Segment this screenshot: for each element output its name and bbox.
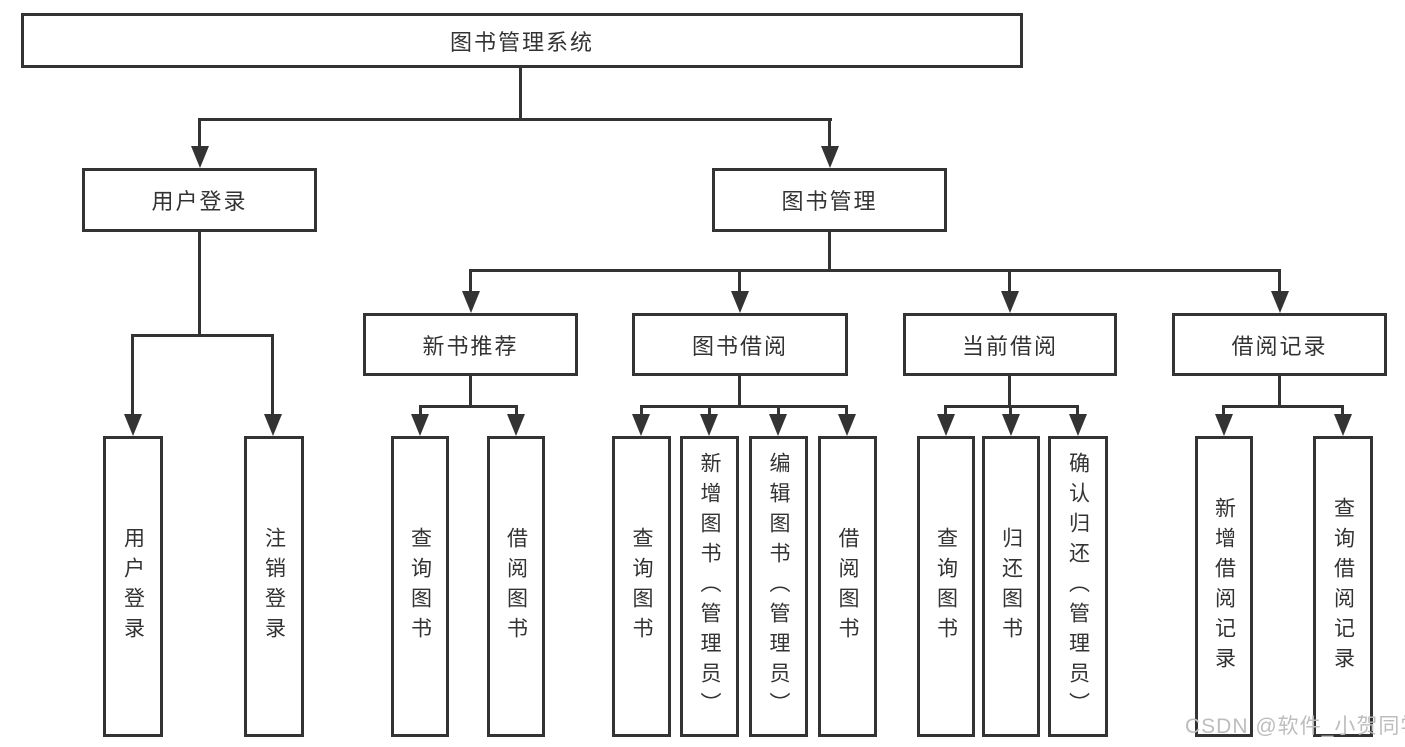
connector-line (640, 405, 643, 416)
node-library-management-system: 图书管理系统 (21, 13, 1023, 68)
node-label: 查询借阅记录 (1331, 496, 1355, 677)
node-label: 归还图书 (999, 526, 1023, 647)
node-label: 用户登录 (151, 189, 248, 214)
connector-line (944, 405, 947, 416)
arrow-down-icon (731, 291, 749, 313)
connector-line (419, 405, 422, 416)
arrow-down-icon (1001, 291, 1019, 313)
connector-line (198, 118, 201, 150)
node-label: 借阅图书 (836, 526, 859, 647)
connector-line (131, 334, 134, 416)
arrow-down-icon (264, 414, 282, 436)
node-label: 编辑图书（管理员） (767, 451, 790, 722)
connector-line (1278, 269, 1281, 295)
connector-line (519, 68, 522, 121)
connector-line (271, 334, 274, 416)
arrow-down-icon (507, 414, 525, 436)
leaf-user-login: 用户登录 (103, 436, 163, 737)
leaf-query-borrow-record: 查询借阅记录 (1313, 436, 1373, 737)
leaf-return-books: 归还图书 (982, 436, 1040, 737)
connector-line (1278, 376, 1281, 408)
node-label: 新书推荐 (422, 333, 519, 359)
csdn-watermark: CSDN @软件_小贺同学 (1185, 715, 1405, 738)
node-label: 查询图书 (630, 526, 653, 647)
node-new-book-recommend: 新书推荐 (363, 313, 578, 376)
connector-line (1341, 405, 1344, 416)
connector-line (1222, 405, 1225, 416)
connector-line (131, 334, 274, 337)
connector-line (738, 376, 741, 408)
node-label: 确认归还（管理员） (1066, 451, 1090, 722)
node-label: 新增图书（管理员） (698, 451, 721, 722)
leaf-logout: 注销登录 (244, 436, 304, 737)
arrow-down-icon (1069, 414, 1087, 436)
leaf-borrow-books: 借阅图书 (818, 436, 877, 737)
leaf-add-books-admin: 新增图书（管理员） (680, 436, 739, 737)
leaf-query-books-recommend: 查询图书 (391, 436, 449, 737)
connector-line (828, 118, 831, 150)
connector-line (198, 118, 832, 121)
leaf-edit-books-admin: 编辑图书（管理员） (749, 436, 808, 737)
connector-line (1009, 405, 1012, 416)
arrow-down-icon (124, 414, 142, 436)
leaf-confirm-return-admin: 确认归还（管理员） (1048, 436, 1108, 737)
connector-line (1008, 269, 1011, 295)
connector-line (469, 376, 472, 408)
arrow-down-icon (1215, 414, 1233, 436)
arrow-down-icon (769, 414, 787, 436)
connector-line (777, 405, 780, 416)
node-label: 查询图书 (408, 526, 432, 647)
arrow-down-icon (1002, 414, 1020, 436)
node-label: 新增借阅记录 (1212, 496, 1236, 677)
arrow-down-icon (937, 414, 955, 436)
arrow-down-icon (821, 146, 839, 168)
connector-line (1008, 376, 1011, 408)
connector-line (198, 232, 201, 337)
connector-line (469, 269, 472, 295)
arrow-down-icon (1271, 291, 1289, 313)
node-label: 注销登录 (262, 526, 286, 647)
connector-line (708, 405, 711, 416)
node-user-login: 用户登录 (82, 168, 317, 232)
connector-line (640, 405, 848, 408)
connector-line (419, 405, 518, 408)
arrow-down-icon (838, 414, 856, 436)
node-label: 当前借阅 (961, 333, 1058, 359)
connector-line (1076, 405, 1079, 416)
connector-line (469, 269, 1281, 272)
node-book-borrowing: 图书借阅 (632, 313, 848, 376)
leaf-query-books-borrowing: 查询图书 (612, 436, 671, 737)
node-label: 查询图书 (934, 526, 958, 647)
arrow-down-icon (632, 414, 650, 436)
connector-line (1222, 405, 1344, 408)
node-label: 图书管理 (781, 189, 878, 214)
arrow-down-icon (191, 146, 209, 168)
node-label: 借阅记录 (1231, 333, 1328, 359)
connector-line (515, 405, 518, 416)
leaf-borrow-books-recommend: 借阅图书 (487, 436, 545, 737)
leaf-add-borrow-record: 新增借阅记录 (1195, 436, 1253, 737)
arrow-down-icon (462, 291, 480, 313)
node-label: 图书管理系统 (449, 29, 594, 55)
arrow-down-icon (1334, 414, 1352, 436)
connector-line (828, 232, 831, 272)
arrow-down-icon (411, 414, 429, 436)
node-current-borrowing: 当前借阅 (903, 313, 1117, 376)
node-label: 借阅图书 (504, 526, 528, 647)
node-label: 图书借阅 (691, 333, 788, 359)
node-book-management: 图书管理 (712, 168, 947, 232)
node-label: 用户登录 (121, 526, 145, 647)
connector-line (738, 269, 741, 295)
arrow-down-icon (700, 414, 718, 436)
connector-line (845, 405, 848, 416)
leaf-query-books-current: 查询图书 (917, 436, 975, 737)
node-borrowing-records: 借阅记录 (1172, 313, 1387, 376)
